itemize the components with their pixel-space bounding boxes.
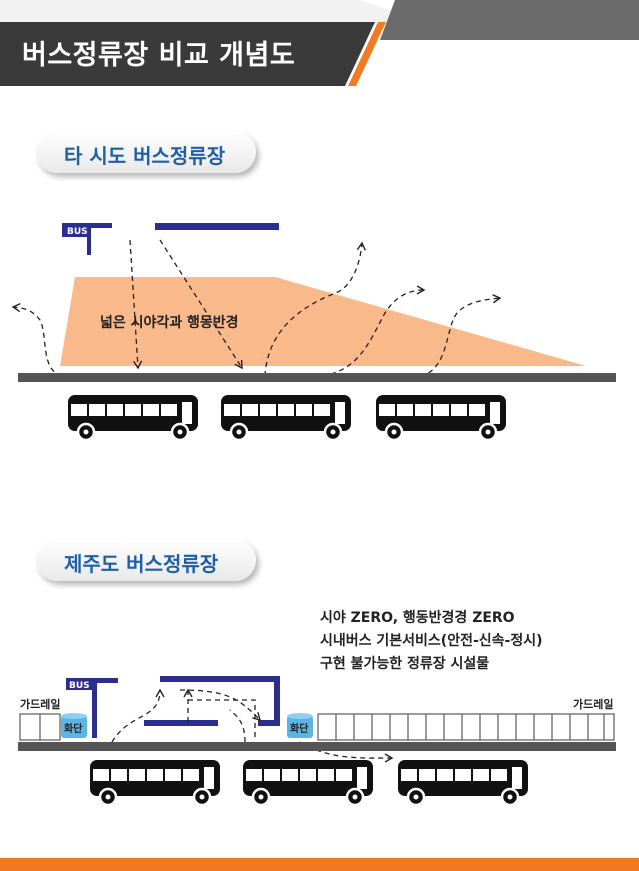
sight-area-label: 넓은 시야각과 행동반경 <box>100 314 239 331</box>
guardrail-left <box>19 713 61 741</box>
bus <box>66 393 200 442</box>
bus-sign-other: BUS <box>67 227 88 237</box>
bus <box>396 758 530 807</box>
section-label-jeju-text: 제주도 버스정류장 <box>64 552 219 576</box>
median-left: 화단 <box>61 713 87 738</box>
bus <box>219 393 353 442</box>
jeju-note-2: 시내버스 기본서비스(안전-신속-정시) <box>320 632 543 649</box>
section-label-other: 타 시도 버스정류장 <box>36 131 256 173</box>
jeju-note-1: 시야 ZERO, 행동반경경 ZERO <box>320 609 515 626</box>
sight-arrows-jeju <box>111 688 394 763</box>
median-label-left: 화단 <box>64 722 83 735</box>
jeju-note-3: 구현 불가능한 정류장 시설물 <box>320 655 489 672</box>
bus <box>241 758 375 807</box>
section-label-jeju: 제주도 버스정류장 <box>36 539 256 581</box>
jeju-notes: 시야 ZERO, 행동반경경 ZERO 시내버스 기본서비스(안전-신속-정시)… <box>320 609 543 672</box>
sight-area <box>60 277 586 366</box>
page-title: 버스정류장 비교 개념도 <box>22 40 296 71</box>
guardrail-right <box>317 713 615 741</box>
bus-shelter-jeju: BUS <box>66 676 280 738</box>
bus-sign-jeju: BUS <box>69 681 90 691</box>
guardrail-label-left: 가드레일 <box>20 697 60 711</box>
road-other <box>18 373 616 382</box>
median-right: 화단 <box>287 713 313 738</box>
bus <box>374 393 508 442</box>
footer-bar <box>0 858 639 871</box>
road-jeju <box>18 742 616 751</box>
bus-shelter-other: BUS <box>62 223 279 255</box>
bus <box>88 758 222 807</box>
guardrail-label-right: 가드레일 <box>573 697 613 711</box>
header-background <box>0 0 639 86</box>
section-label-other-text: 타 시도 버스정류장 <box>64 144 226 168</box>
header: 버스정류장 비교 개념도 <box>0 0 639 90</box>
median-label-right: 화단 <box>290 722 309 735</box>
sight-arrows-other <box>11 239 502 377</box>
